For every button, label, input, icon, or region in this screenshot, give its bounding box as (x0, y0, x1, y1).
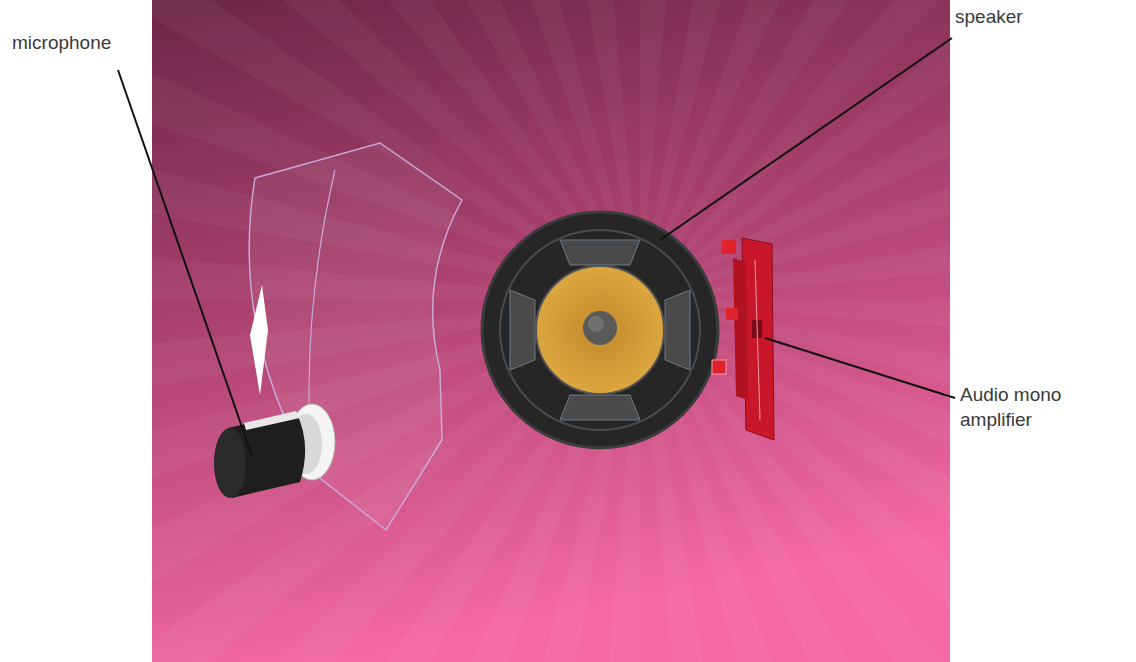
part-label: microphone (12, 31, 152, 56)
speaker-figure (482, 212, 718, 448)
amplifier-board (712, 238, 774, 440)
background-rays (152, 0, 950, 662)
microphone-figure (214, 404, 335, 498)
part-label: speaker (955, 5, 1105, 30)
leader-line (660, 38, 952, 240)
leader-line (118, 70, 252, 456)
panel-highlight (250, 285, 268, 395)
leader-line (765, 338, 955, 398)
part-label: Audio mono amplifier (960, 383, 1130, 432)
